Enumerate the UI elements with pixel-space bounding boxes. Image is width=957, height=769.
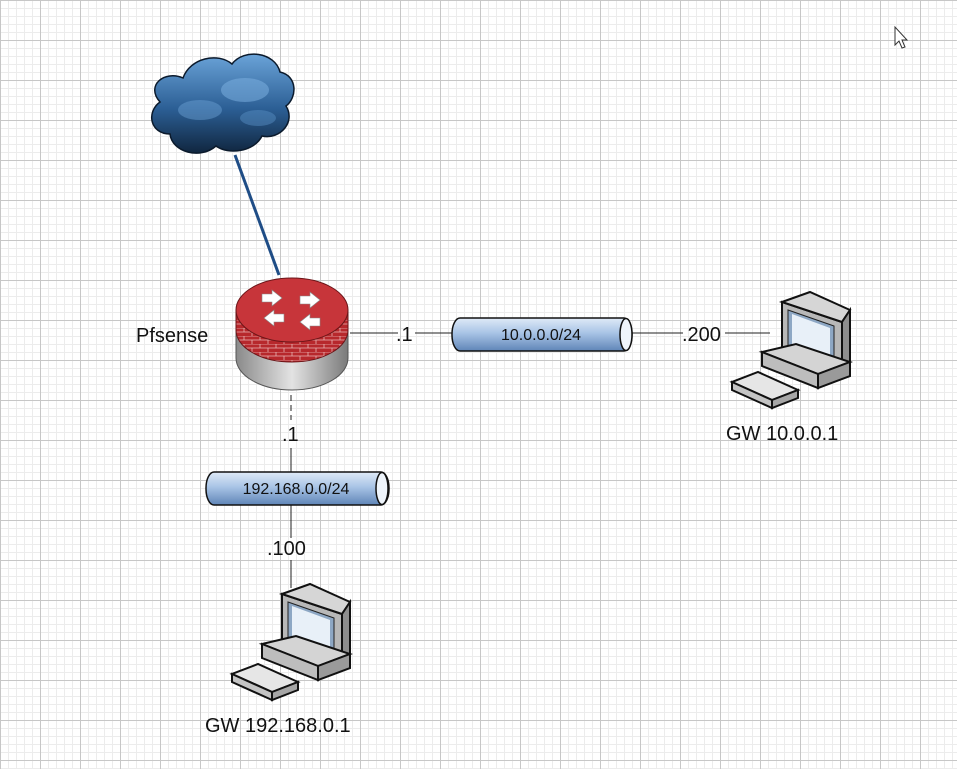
mouse-cursor-icon: [894, 25, 909, 49]
network-pipe-10[interactable]: [451, 317, 633, 352]
firewall-icon[interactable]: [235, 277, 349, 391]
network-pipe-192[interactable]: [205, 471, 390, 506]
firewall-lan-ip-label: .1: [282, 424, 299, 446]
network-10-label: 10.0.0.0/24: [501, 327, 581, 344]
firewall-wan-ip-label: .1: [396, 324, 413, 346]
host-192-gateway-label: GW 192.168.0.1: [205, 715, 351, 737]
firewall-label: Pfsense: [136, 325, 208, 347]
host-192-ip-label: .100: [267, 538, 306, 560]
cloud-link: [233, 154, 281, 276]
host-10-gateway-label: GW 10.0.0.1: [726, 423, 838, 445]
computer-icon[interactable]: [729, 290, 853, 410]
network-192-label: 192.168.0.0/24: [243, 481, 350, 498]
host-10-ip-label: .200: [682, 324, 721, 346]
cloud-icon[interactable]: [150, 53, 295, 154]
computer-icon[interactable]: [229, 582, 353, 702]
